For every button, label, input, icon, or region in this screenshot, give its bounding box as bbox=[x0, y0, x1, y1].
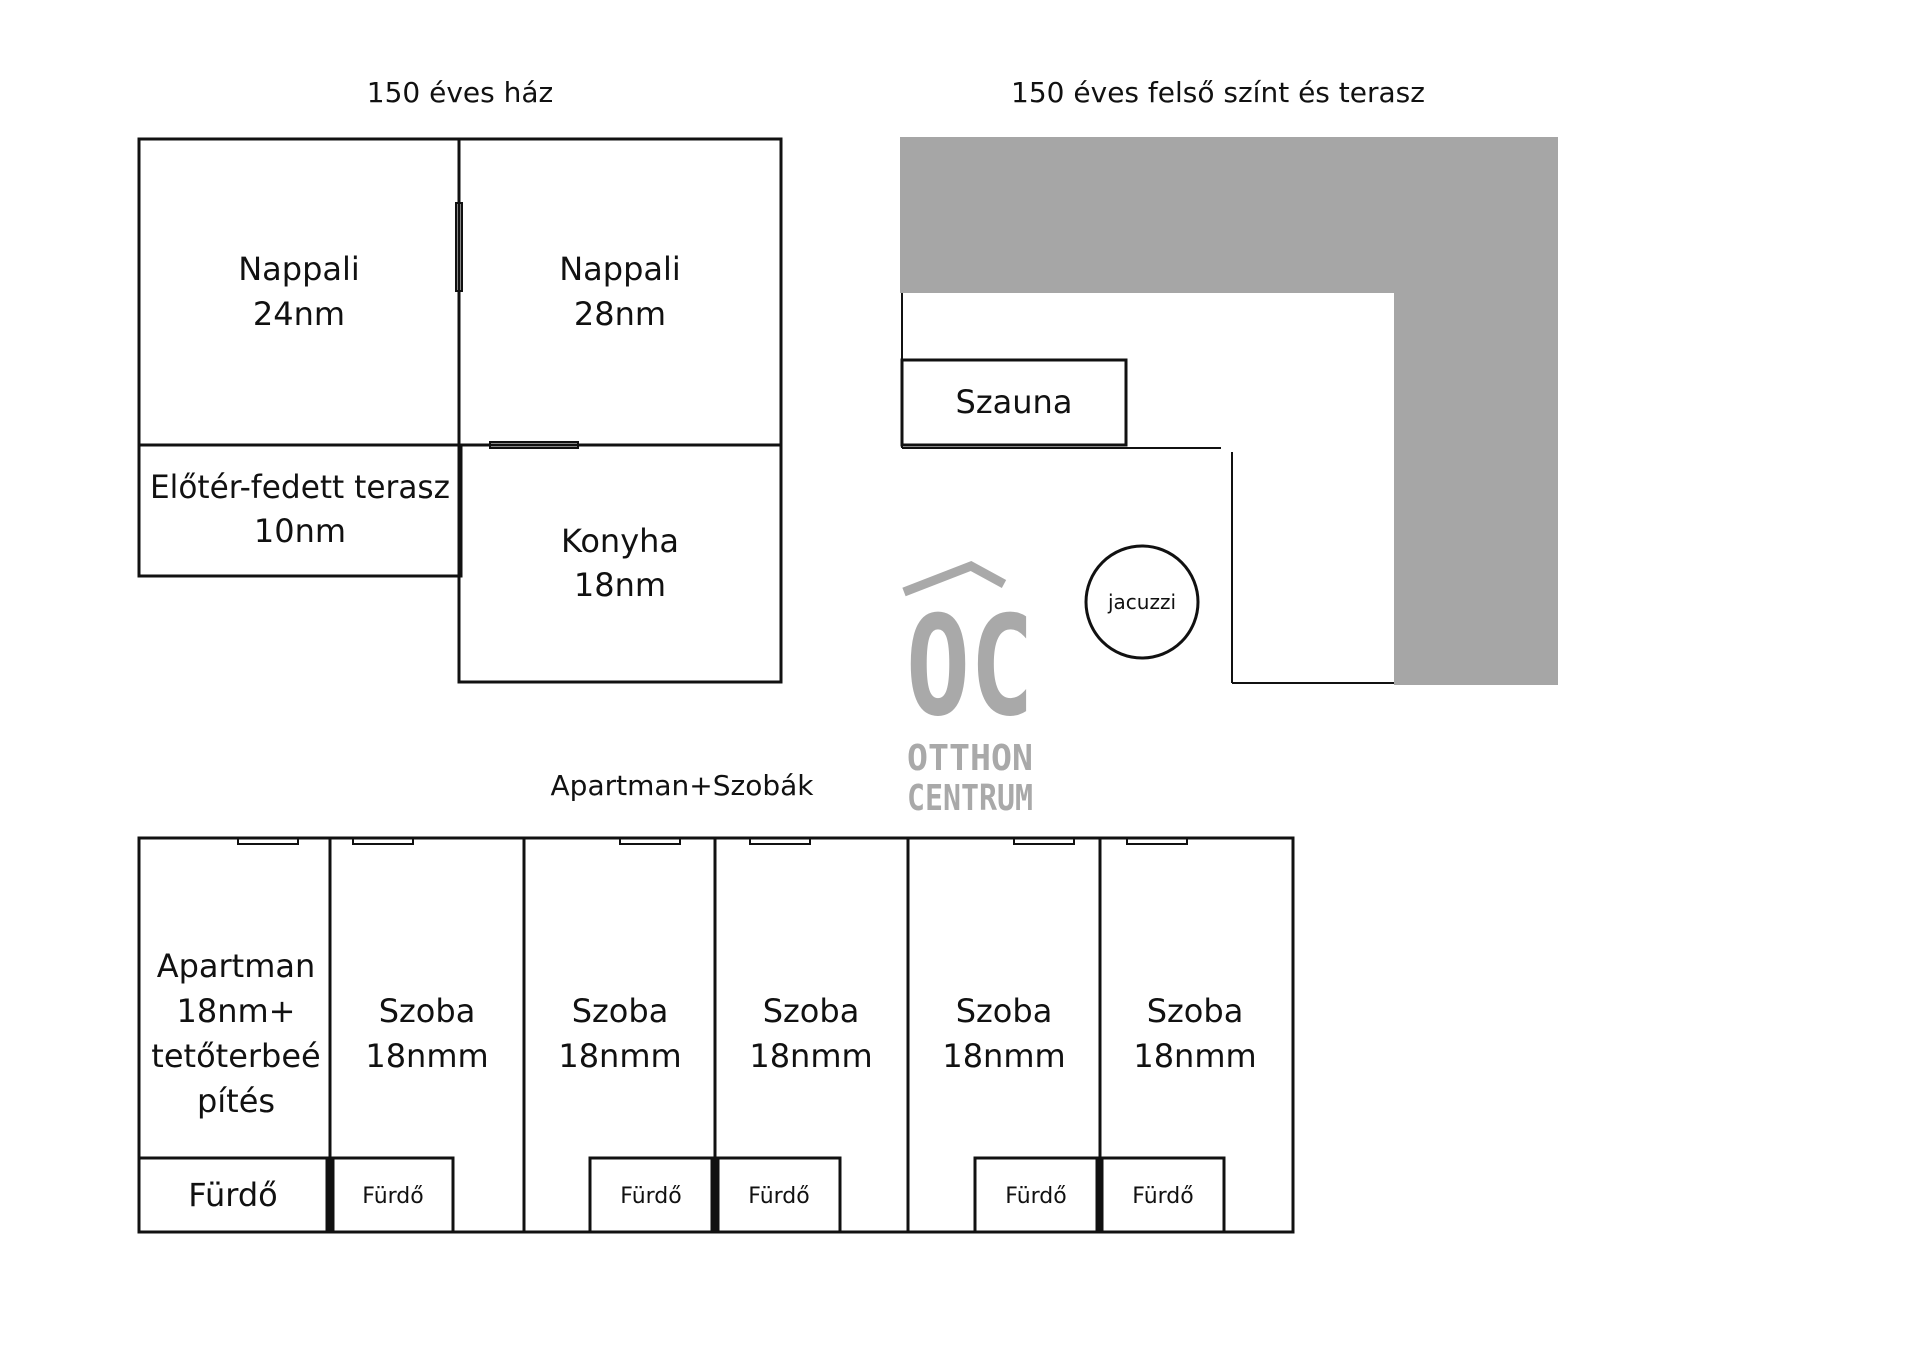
room-3-label: Szoba bbox=[763, 992, 860, 1030]
room-1-label: Szoba bbox=[379, 992, 476, 1030]
window bbox=[1013, 837, 1075, 845]
nappali-24-area: 24nm bbox=[253, 295, 345, 333]
konyha-area: 18nm bbox=[574, 566, 666, 604]
logo-line-1: OTTHON bbox=[907, 738, 1033, 779]
apartments-plan: Apartman 18nm+ tetőterbeé pítés Fürdő Sz… bbox=[137, 836, 1295, 1234]
apartment-label-line-2: 18nm+ bbox=[177, 992, 296, 1030]
window bbox=[1126, 837, 1188, 845]
nappali-28-label: Nappali bbox=[559, 250, 681, 288]
room-konyha bbox=[457, 443, 783, 684]
room-5-label: Szoba bbox=[1147, 992, 1244, 1030]
eloter-area: 10nm bbox=[254, 512, 346, 550]
room-1-area: 18nmm bbox=[365, 1037, 488, 1075]
otthon-centrum-logo: OC OTTHON CENTRUM bbox=[902, 561, 1034, 819]
apartment-bath-label: Fürdő bbox=[188, 1176, 277, 1214]
window bbox=[352, 837, 414, 845]
room-eloter bbox=[137, 443, 463, 578]
room-1-bath-label: Fürdő bbox=[362, 1184, 423, 1209]
house-plan: Nappali 24nm Nappali 28nm Előtér-fedett … bbox=[137, 137, 783, 684]
room-5-bath-label: Fürdő bbox=[1132, 1184, 1193, 1209]
house-title: 150 éves ház bbox=[367, 76, 553, 109]
window bbox=[237, 837, 299, 845]
window bbox=[749, 837, 811, 845]
apartment-label-line-3: tetőterbeé bbox=[151, 1037, 320, 1075]
logo-line-2: CENTRUM bbox=[907, 778, 1033, 819]
apartments-title: Apartman+Szobák bbox=[551, 769, 815, 802]
upper-floor-title: 150 éves felső színt és terasz bbox=[1011, 76, 1425, 109]
sauna-room bbox=[900, 358, 1128, 447]
room-5-bath bbox=[1100, 1156, 1226, 1234]
jacuzzi-circle bbox=[1084, 544, 1200, 660]
eloter-label: Előtér-fedett terasz bbox=[150, 468, 450, 506]
room-1-bath bbox=[331, 1156, 455, 1234]
room-5-area: 18nmm bbox=[1133, 1037, 1256, 1075]
apartment-bath bbox=[137, 1156, 329, 1234]
upper-floor-plan: Szauna jacuzzi bbox=[900, 137, 1558, 685]
room-4-area: 18nmm bbox=[942, 1037, 1065, 1075]
window bbox=[619, 837, 681, 845]
room-3-bath bbox=[716, 1156, 842, 1234]
door-kitchen bbox=[489, 441, 579, 449]
room-4-label: Szoba bbox=[956, 992, 1053, 1030]
room-nappali-24 bbox=[137, 137, 461, 447]
nappali-28-area: 28nm bbox=[574, 295, 666, 333]
house-roof-icon bbox=[902, 561, 1007, 597]
sauna-label: Szauna bbox=[956, 383, 1073, 421]
room-2-label: Szoba bbox=[572, 992, 669, 1030]
room-3-area: 18nmm bbox=[749, 1037, 872, 1075]
room-2-area: 18nmm bbox=[558, 1037, 681, 1075]
room-nappali-28 bbox=[457, 137, 783, 447]
apartment-label-line-4: pítés bbox=[197, 1082, 275, 1120]
room-4-bath bbox=[973, 1156, 1099, 1234]
jacuzzi-label: jacuzzi bbox=[1107, 590, 1176, 614]
konyha-label: Konyha bbox=[561, 522, 679, 560]
logo-mark: OC bbox=[906, 586, 1034, 747]
room-3-bath-label: Fürdő bbox=[748, 1184, 809, 1209]
terrace-area bbox=[900, 137, 1558, 685]
nappali-24-label: Nappali bbox=[238, 250, 360, 288]
apartment-label-line-1: Apartman bbox=[157, 947, 316, 985]
room-4-bath-label: Fürdő bbox=[1005, 1184, 1066, 1209]
door-nappali-connection bbox=[455, 202, 463, 292]
room-2-bath bbox=[588, 1156, 714, 1234]
room-2-bath-label: Fürdő bbox=[620, 1184, 681, 1209]
